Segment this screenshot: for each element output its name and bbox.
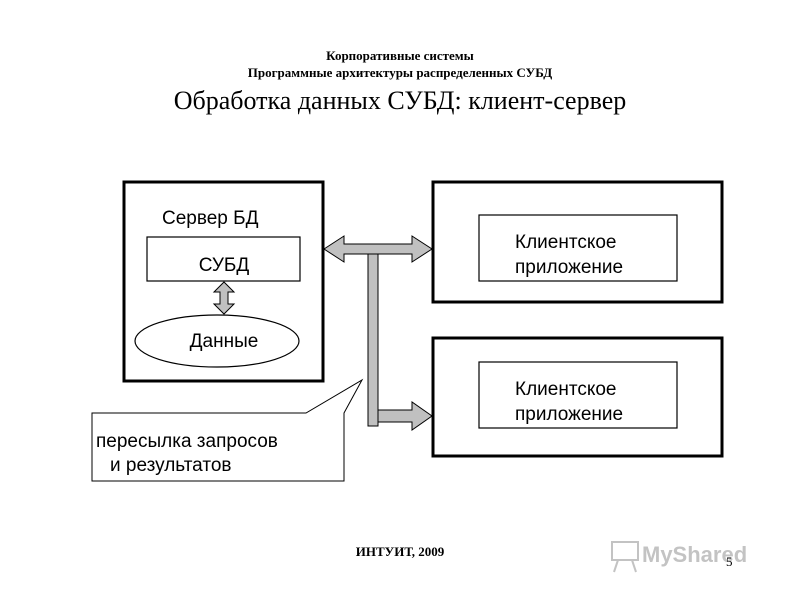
client-app-box-2 — [478, 361, 678, 429]
slide-title: Обработка данных СУБД: клиент-сервер — [173, 86, 627, 115]
connector-bar — [367, 251, 379, 427]
watermark-logo: MyShared 5 — [611, 541, 747, 573]
slide-number: 5 — [726, 554, 733, 569]
callout-line-1: пересылка запросов — [96, 431, 278, 452]
callout-line-2: и результатов — [110, 455, 231, 476]
dbms-data-arrow — [212, 281, 236, 315]
callout-box — [91, 378, 364, 482]
client-app-box-1 — [478, 214, 678, 282]
client-app-label-2b: приложение — [515, 404, 623, 425]
client-app-label-1b: приложение — [515, 257, 623, 278]
presentation-icon — [611, 541, 639, 561]
course-title: Корпоративные системы — [326, 48, 474, 63]
footer: ИНТУИТ, 2009 — [355, 544, 445, 559]
client-app-label-1a: Клиентское — [515, 232, 616, 253]
dbms-label: СУБД — [199, 255, 250, 276]
client-app-label-2a: Клиентское — [515, 379, 616, 400]
client2-arrow — [377, 401, 433, 431]
dbms-box — [146, 236, 301, 282]
server-client-double-arrow — [323, 235, 433, 263]
watermark-text: MyShared — [642, 542, 747, 567]
section-title: Программные архитектуры распределенных С… — [247, 65, 553, 80]
data-label: Данные — [190, 331, 259, 352]
data-ellipse — [134, 314, 300, 368]
server-label: Сервер БД — [162, 208, 259, 229]
